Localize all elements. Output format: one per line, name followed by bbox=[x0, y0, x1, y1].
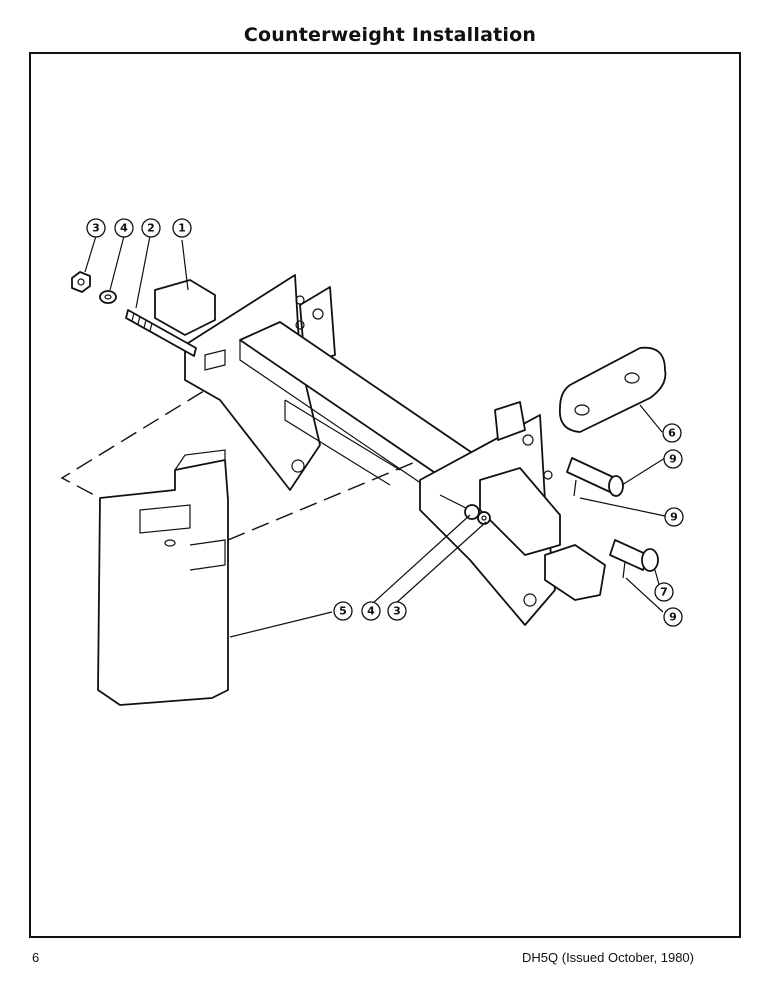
svg-text:4: 4 bbox=[120, 222, 128, 235]
svg-text:9: 9 bbox=[670, 511, 678, 524]
pin-upper bbox=[566, 457, 624, 497]
alignment-line-lower bbox=[227, 459, 421, 541]
page-number: 6 bbox=[32, 950, 40, 965]
svg-text:6: 6 bbox=[668, 427, 676, 440]
callout-3-top: 3 bbox=[86, 218, 106, 238]
page-title: Counterweight Installation bbox=[243, 24, 537, 46]
callout-1-top: 1 bbox=[172, 218, 192, 238]
svg-text:9: 9 bbox=[669, 611, 677, 624]
leader-9-b bbox=[579, 497, 666, 517]
callout-9-a: 9 bbox=[663, 449, 683, 469]
leader-6 bbox=[639, 404, 663, 433]
leader-5-bottom bbox=[229, 611, 333, 638]
leader-4-top bbox=[109, 235, 125, 291]
top-hardware bbox=[71, 271, 197, 357]
callout-9-b: 9 bbox=[664, 507, 684, 527]
leader-3-top bbox=[84, 235, 97, 273]
callout-7: 7 bbox=[654, 582, 674, 602]
callout-4-top: 4 bbox=[114, 218, 134, 238]
drawing-frame bbox=[29, 52, 741, 938]
svg-text:1: 1 bbox=[178, 222, 186, 235]
callout-9-c: 9 bbox=[663, 607, 683, 627]
svg-text:7: 7 bbox=[660, 586, 668, 599]
svg-text:4: 4 bbox=[367, 605, 375, 618]
svg-text:9: 9 bbox=[669, 453, 677, 466]
alignment-line-upper bbox=[60, 377, 226, 499]
svg-text:3: 3 bbox=[92, 222, 100, 235]
callout-3-bottom: 3 bbox=[387, 601, 407, 621]
callout-6: 6 bbox=[662, 423, 682, 443]
callout-5-bottom: 5 bbox=[333, 601, 353, 621]
document-id: DH5Q (Issued October, 1980) bbox=[522, 950, 694, 965]
leader-3-bottom bbox=[394, 521, 487, 605]
link-plate bbox=[558, 346, 667, 433]
leader-9-c bbox=[625, 577, 664, 613]
leader-4-bottom bbox=[371, 514, 471, 605]
callout-4-bottom: 4 bbox=[361, 601, 381, 621]
leader-1-top bbox=[181, 239, 189, 291]
svg-text:3: 3 bbox=[393, 605, 401, 618]
pin-lower bbox=[609, 539, 659, 579]
leader-9-a bbox=[621, 457, 666, 486]
callout-2-top: 2 bbox=[141, 218, 161, 238]
svg-text:5: 5 bbox=[339, 605, 347, 618]
svg-text:2: 2 bbox=[147, 222, 155, 235]
leader-2-top bbox=[135, 235, 151, 309]
counterweight bbox=[97, 449, 229, 706]
